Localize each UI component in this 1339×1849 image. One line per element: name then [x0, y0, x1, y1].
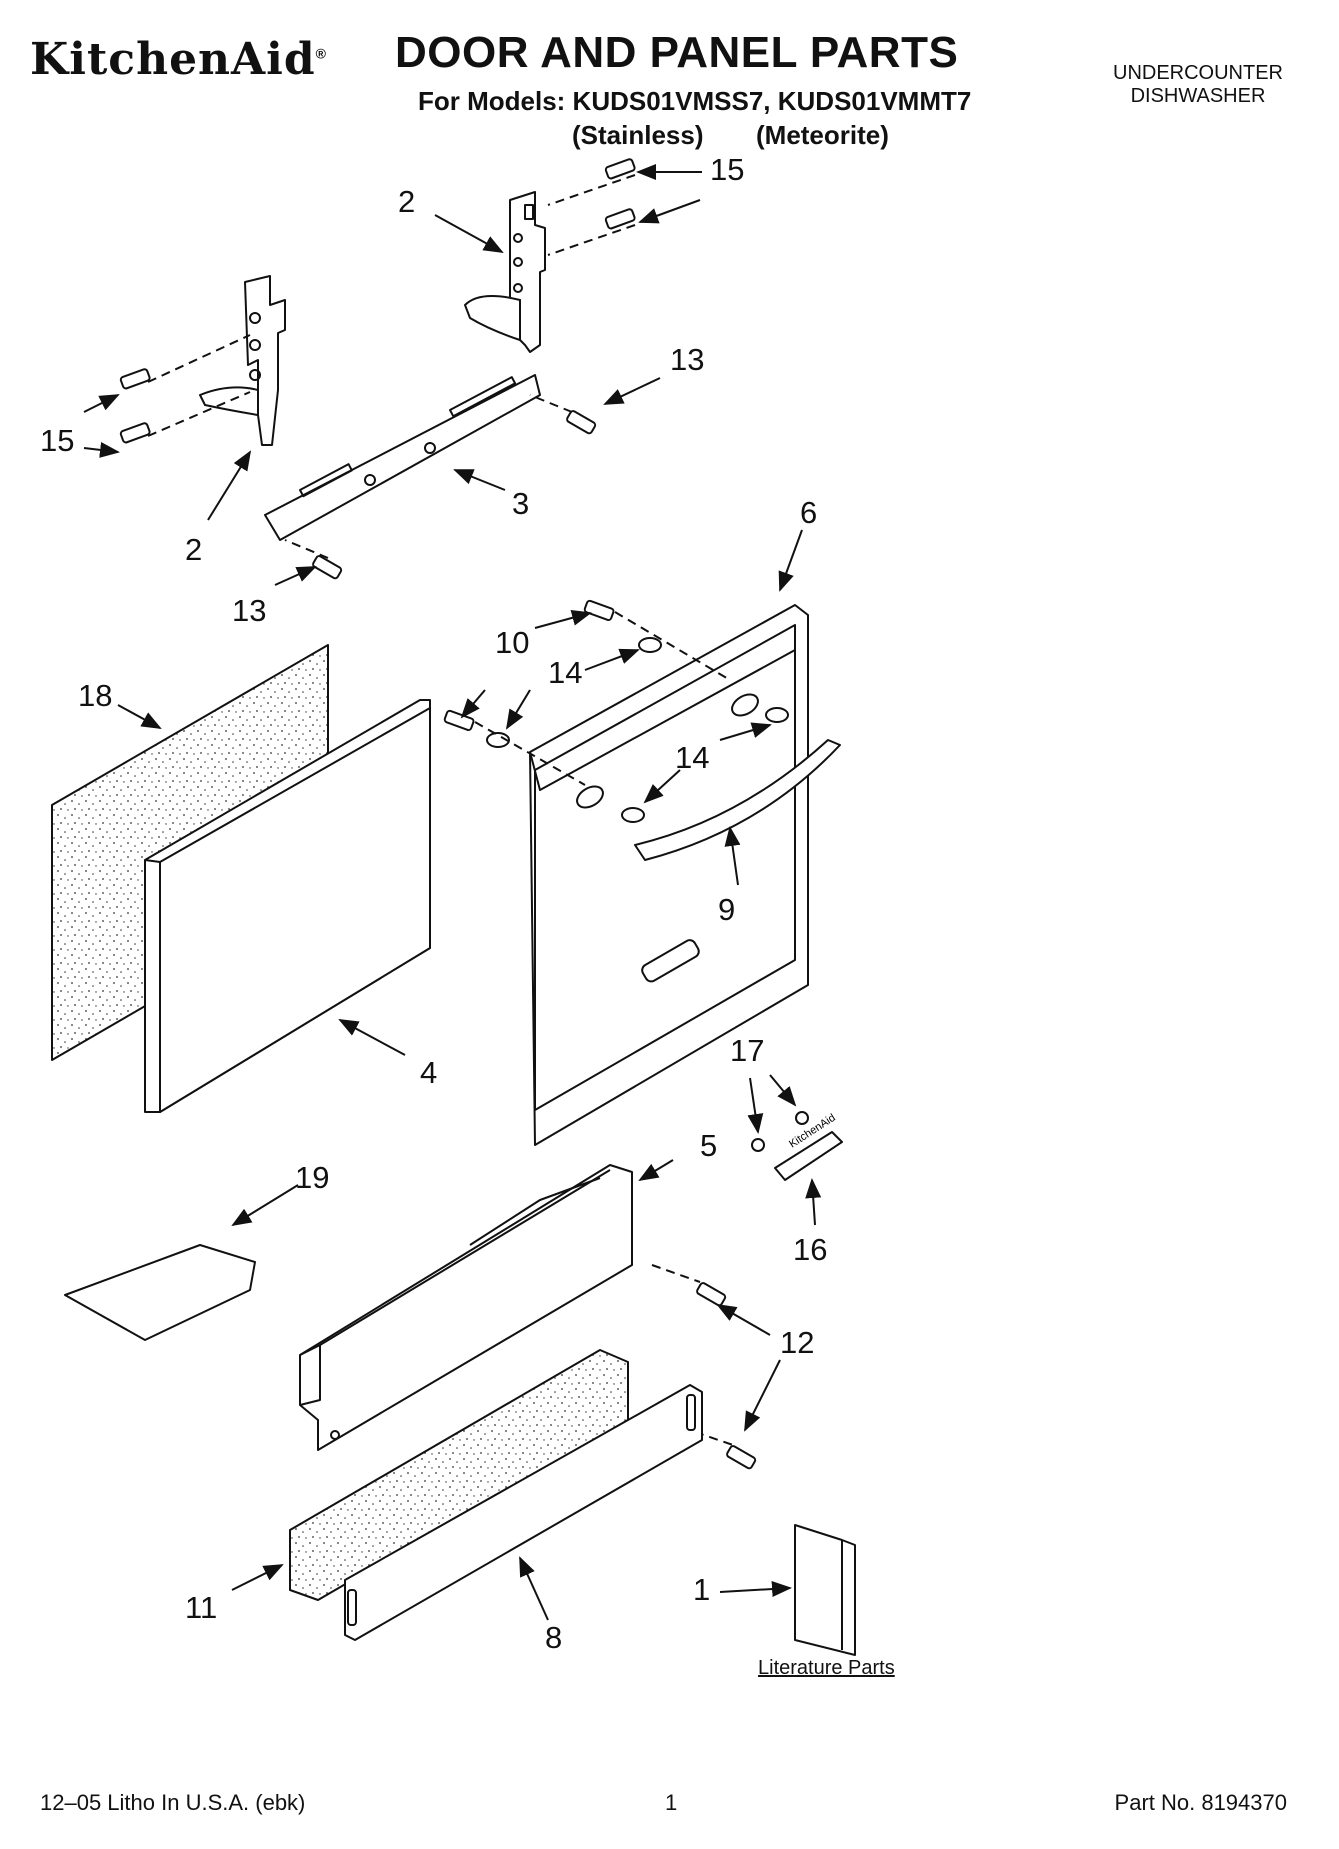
- screw-guides: [147, 174, 636, 559]
- callout-16: 16: [793, 1232, 828, 1267]
- page-number: 1: [665, 1790, 678, 1815]
- literature-parts-label: Literature Parts: [758, 1657, 895, 1679]
- callout-4: 4: [420, 1055, 438, 1090]
- callout-2-upper: 2: [398, 184, 416, 219]
- screws-upper: [119, 158, 636, 580]
- models-line: For Models: KUDS01VMSS7, KUDS01VMMT7: [418, 86, 972, 116]
- outer-door-panel: [529, 604, 809, 1146]
- callout-13-lower: 13: [232, 593, 267, 628]
- part-number: Part No. 8194370: [1114, 1790, 1287, 1815]
- kick-plate: [344, 1384, 703, 1641]
- callout-8: 8: [545, 1620, 563, 1655]
- variant-stainless: (Stainless): [572, 120, 704, 150]
- screw-12: [696, 1282, 757, 1470]
- parts-bag: [64, 1244, 256, 1341]
- callout-6: 6: [800, 495, 818, 530]
- callout-19: 19: [295, 1160, 330, 1195]
- callout-15-lower: 15: [40, 423, 75, 458]
- hinge-bracket-right: [464, 191, 546, 353]
- leader-arrows: [83, 164, 822, 1621]
- callout-15-upper: 15: [710, 152, 745, 187]
- toe-panel-bracket: [299, 1164, 633, 1451]
- callout-2-lower: 2: [185, 532, 203, 567]
- hinge-bracket-left: [199, 275, 286, 446]
- callout-5: 5: [700, 1128, 718, 1163]
- callout-18: 18: [78, 678, 113, 713]
- washers-and-screws: [443, 599, 789, 823]
- callout-10: 10: [495, 625, 530, 660]
- product-type-line2: DISHWASHER: [1130, 85, 1266, 107]
- brand-name: KitchenAid: [30, 34, 316, 85]
- literature-booklet: [794, 1524, 856, 1656]
- inner-door-panel: [144, 699, 431, 1113]
- variant-meteorite: (Meteorite): [756, 120, 889, 150]
- callout-13-upper: 13: [670, 342, 705, 377]
- callout-14-lower: 14: [675, 740, 710, 775]
- product-type-line1: UNDERCOUNTER: [1113, 62, 1283, 84]
- brand-logo: KitchenAid®: [30, 34, 327, 85]
- callout-17: 17: [730, 1033, 765, 1068]
- callout-1: 1: [693, 1572, 711, 1607]
- door-handle: [634, 739, 841, 861]
- product-type: UNDERCOUNTER DISHWASHER: [1113, 62, 1283, 108]
- callout-14-upper: 14: [548, 655, 583, 690]
- callout-12: 12: [780, 1325, 815, 1360]
- footer-print-info: 12–05 Litho In U.S.A. (ebk): [40, 1790, 306, 1815]
- mounting-rail: [264, 374, 541, 541]
- callout-11: 11: [185, 1590, 218, 1625]
- callout-3: 3: [512, 486, 530, 521]
- registered-mark: ®: [315, 45, 327, 62]
- page-title: DOOR AND PANEL PARTS: [395, 28, 959, 77]
- callout-9: 9: [718, 892, 736, 927]
- badge-assembly: [751, 1111, 843, 1181]
